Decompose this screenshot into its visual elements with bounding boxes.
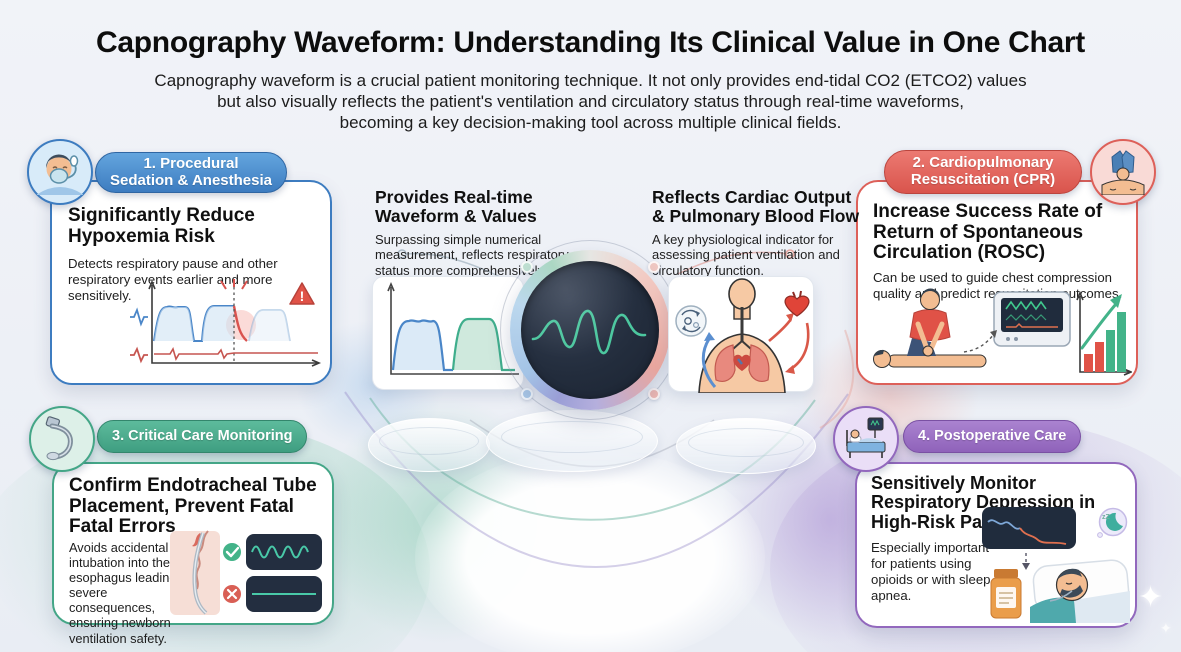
- badge-procedural-sedation: 1. Procedural Sedation & Anesthesia: [95, 152, 287, 193]
- pill-bottle-icon: [990, 569, 1022, 619]
- card-postoperative: Sensitively Monitor Respiratory Depressi…: [855, 462, 1137, 628]
- page-subtitle: Capnography waveform is a crucial patien…: [0, 70, 1181, 133]
- badge-critical-care: 3. Critical Care Monitoring: [97, 420, 308, 453]
- sparkle-icon: ✦: [1160, 620, 1172, 636]
- card-desc: Avoids accidental intubation into the es…: [69, 540, 191, 646]
- endotracheal-tube-icon: [29, 406, 95, 472]
- card-desc: Especially important for patients using …: [871, 540, 991, 604]
- card-desc: Detects respiratory pause and other resp…: [68, 256, 278, 304]
- screen-gloss: [521, 261, 659, 399]
- monitor-icon: [993, 291, 1071, 347]
- patient-in-bed-icon: [833, 406, 899, 472]
- node-dot: [521, 261, 533, 273]
- card-title: Significantly Reduce Hypoxemia Risk: [68, 205, 255, 247]
- node-dot: [648, 388, 660, 400]
- monitor-panel-icon: [982, 507, 1076, 549]
- heart-icon: [784, 290, 810, 317]
- sparkle-icon: ✦: [1138, 581, 1164, 614]
- feature-title: Provides Real-time Waveform & Values: [375, 187, 537, 227]
- svg-text:zZ: zZ: [1102, 514, 1111, 521]
- check-icon: [223, 543, 241, 561]
- badge-cpr: 2. Cardiopulmonary Resuscitation (CPR): [884, 150, 1082, 194]
- anesthesia-mask-icon: [27, 139, 93, 205]
- svg-text:!: !: [300, 288, 305, 304]
- badge-postoperative: 4. Postoperative Care: [903, 420, 1082, 453]
- card-cpr: Increase Success Rate of Return of Spont…: [856, 180, 1138, 385]
- sleep-moon-bubble: zZ: [1097, 507, 1128, 538]
- chest-compression-icon: [1090, 139, 1156, 205]
- ecg-glyph-red: [130, 346, 148, 364]
- cpr-outcome-illustration: [873, 288, 1132, 376]
- subtitle-line: becoming a key decision-making tool acro…: [339, 113, 842, 132]
- page-title: Capnography Waveform: Understanding Its …: [96, 26, 1085, 59]
- warning-icon: !: [289, 282, 315, 305]
- ventilation-circulation-panel: [668, 276, 814, 394]
- feature-desc: A key physiological indicator for assess…: [652, 231, 840, 279]
- card-procedural-sedation: Significantly Reduce Hypoxemia Risk Dete…: [50, 180, 332, 385]
- feature-realtime-waveform: Provides Real-time Waveform & Values Sur…: [375, 187, 571, 279]
- sleeping-patient-illustration: zZ: [982, 507, 1130, 623]
- feature-title: Reflects Cardiac Output & Pulmonary Bloo…: [652, 187, 860, 227]
- etco2-wave: [531, 309, 647, 355]
- node-dot: [521, 388, 533, 400]
- ecg-glyph-blue: [130, 307, 148, 327]
- card-title: Increase Success Rate of Return of Spont…: [873, 201, 1103, 264]
- card-title: Confirm Endotracheal Tube Placement, Pre…: [69, 475, 317, 538]
- feature-cardiac-output: Reflects Cardiac Output & Pulmonary Bloo…: [652, 187, 864, 279]
- rising-bar-chart: [1076, 290, 1132, 376]
- subtitle-line: Capnography waveform is a crucial patien…: [154, 71, 1027, 90]
- gas-exchange-icon: [675, 305, 707, 337]
- subtitle-line: but also visually reflects the patient's…: [217, 92, 964, 111]
- cpr-scene: [873, 288, 987, 368]
- intubation-check-illustration: [170, 530, 322, 615]
- card-critical-care: Confirm Endotracheal Tube Placement, Pre…: [52, 462, 334, 646]
- cross-icon: [223, 585, 241, 603]
- node-dot: [648, 261, 660, 273]
- feature-desc: Surpassing simple numerical measurement,…: [375, 231, 569, 279]
- round-monitor-screen: [521, 261, 659, 399]
- capnography-alarm-chart: !: [130, 279, 322, 367]
- airway-anatomy: [170, 530, 220, 615]
- patient-in-bed: [1030, 559, 1130, 623]
